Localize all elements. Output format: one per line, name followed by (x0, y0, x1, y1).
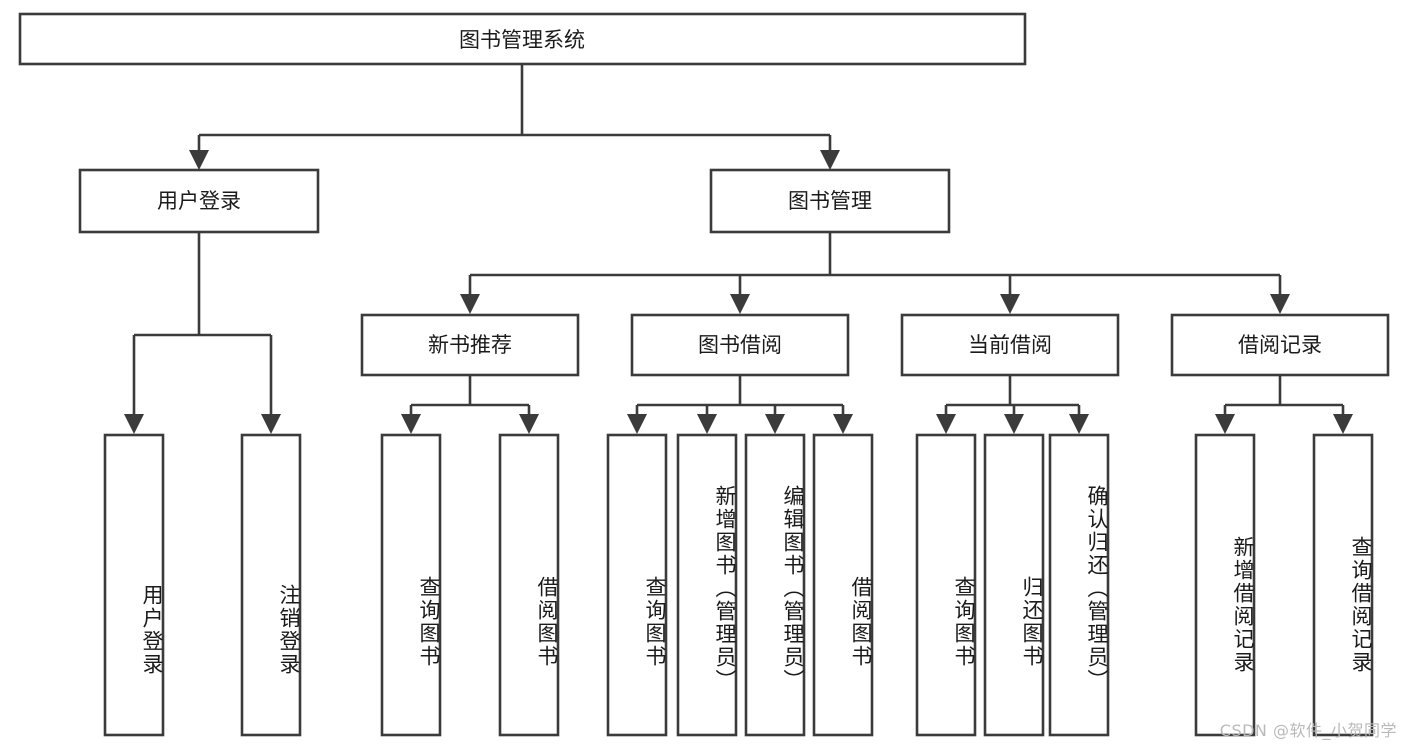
label-root: 图书管理系统 (459, 28, 585, 52)
arrow-icon-book-manage (820, 150, 840, 170)
label-leaf-query-record: 查询借阅记录 (1349, 536, 1373, 674)
node-leaf-query-book-2[interactable] (606, 433, 668, 737)
node-leaf-return-book[interactable] (983, 433, 1045, 737)
label-current-borrow: 当前借阅 (968, 333, 1052, 357)
watermark-text: CSDN @软件_小贺同学 (1219, 721, 1397, 740)
label-leaf-user-logout: 注销登录 (277, 584, 301, 676)
label-leaf-borrow-book-2: 借阅图书 (849, 576, 873, 668)
label-new-book-recommend: 新书推荐 (428, 333, 512, 357)
node-current-borrow[interactable] (900, 313, 1120, 377)
node-leaf-user-logout[interactable] (240, 433, 302, 737)
arrow-icon-leaf-borrow-book-2 (833, 414, 853, 434)
node-leaf-add-record[interactable] (1194, 433, 1256, 737)
node-book-borrow[interactable] (630, 313, 850, 377)
node-root[interactable] (18, 12, 1027, 66)
node-leaf-borrow-book-2[interactable] (812, 433, 874, 737)
node-leaf-confirm-return[interactable] (1048, 433, 1110, 737)
label-book-borrow: 图书借阅 (698, 333, 782, 357)
label-leaf-add-record: 新增借阅记录 (1231, 536, 1255, 674)
arrow-icon-leaf-confirm-return (1069, 414, 1089, 434)
arrow-icon-book-borrow (730, 294, 750, 314)
node-borrow-record[interactable] (1170, 313, 1390, 377)
label-user-login: 用户登录 (157, 189, 241, 213)
arrow-icon-leaf-add-record (1215, 414, 1235, 434)
arrow-icon-leaf-query-book-2 (627, 414, 647, 434)
arrow-icon-new-book-recommend (460, 294, 480, 314)
label-leaf-query-book-2: 查询图书 (643, 576, 667, 668)
arrow-icon-leaf-user-logout (261, 414, 281, 434)
arrow-icon-leaf-return-book (1004, 414, 1024, 434)
arrow-icon-current-borrow (1000, 294, 1020, 314)
horizontal-label-group: 图书管理系统 用户登录 图书管理 新书推荐 图书借阅 当前借阅 借阅记录 (157, 28, 1322, 357)
arrow-icon-borrow-record (1270, 294, 1290, 314)
label-leaf-confirm-return: 确认归还（管理员） (1085, 484, 1109, 692)
node-leaf-query-book-3[interactable] (915, 433, 977, 737)
arrow-icon-leaf-user-login (124, 414, 144, 434)
arrow-icon-leaf-borrow-book-1 (519, 414, 539, 434)
arrow-icon-user-login (189, 150, 209, 170)
connector-group (124, 64, 1353, 434)
node-leaf-user-login[interactable] (103, 433, 165, 737)
label-leaf-query-book-1: 查询图书 (417, 576, 441, 668)
label-leaf-borrow-book-1: 借阅图书 (535, 576, 559, 668)
node-new-book-recommend[interactable] (360, 313, 580, 377)
node-box-group (18, 12, 1390, 737)
label-leaf-user-login: 用户登录 (140, 584, 164, 676)
arrow-icon-leaf-add-book (697, 414, 717, 434)
node-leaf-query-record[interactable] (1312, 433, 1374, 737)
node-leaf-query-book-1[interactable] (380, 433, 442, 737)
arrow-icon-leaf-query-book-3 (936, 414, 956, 434)
node-leaf-add-book[interactable] (676, 433, 738, 737)
node-book-manage[interactable] (709, 168, 951, 234)
label-leaf-query-book-3: 查询图书 (952, 576, 976, 668)
label-leaf-add-book: 新增图书（管理员） (713, 484, 737, 692)
node-leaf-borrow-book-1[interactable] (498, 433, 560, 737)
node-leaf-edit-book[interactable] (744, 433, 806, 737)
arrow-icon-leaf-query-record (1333, 414, 1353, 434)
arrow-icon-leaf-query-book-1 (401, 414, 421, 434)
label-borrow-record: 借阅记录 (1238, 333, 1322, 357)
label-leaf-edit-book: 编辑图书（管理员） (781, 484, 805, 692)
node-user-login[interactable] (78, 168, 320, 234)
label-leaf-return-book: 归还图书 (1020, 576, 1044, 668)
arrow-icon-leaf-edit-book (765, 414, 785, 434)
label-book-manage: 图书管理 (788, 189, 872, 213)
